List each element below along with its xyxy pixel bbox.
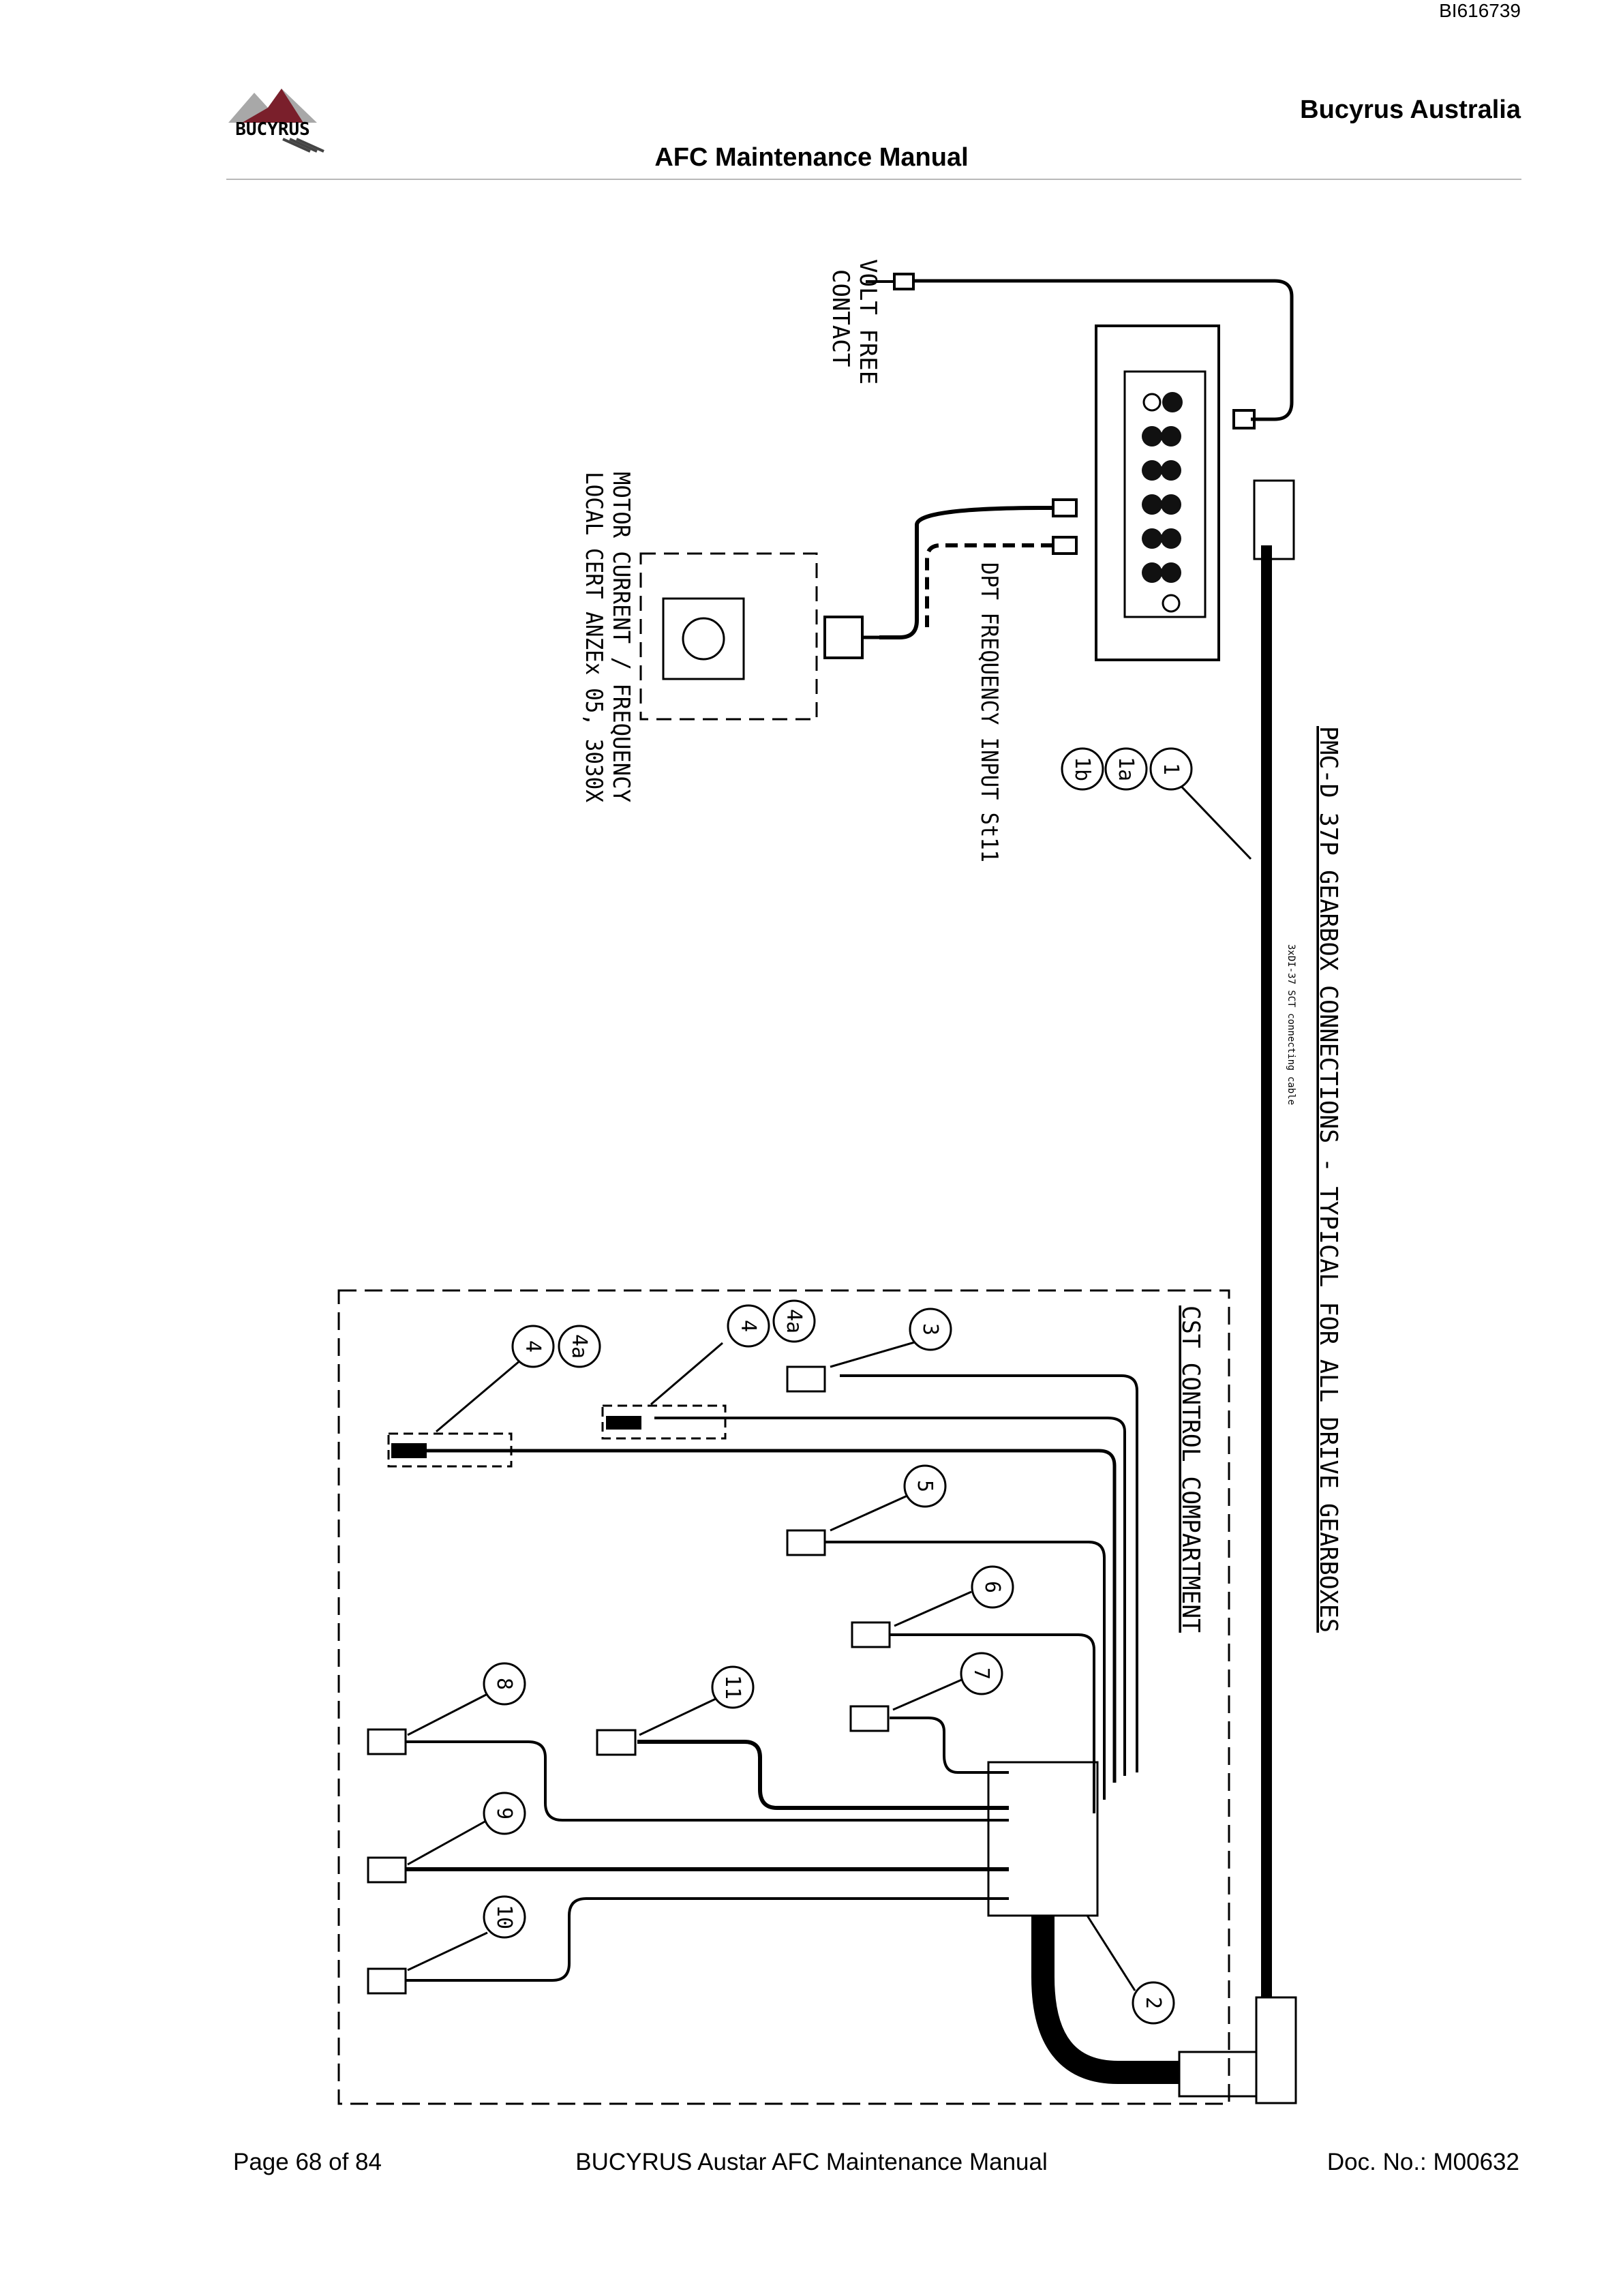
wire-item-11 — [637, 1740, 1009, 1810]
trunk-top-gland — [1253, 479, 1295, 560]
callout-4a-upper-label: 4a — [782, 1309, 806, 1333]
callout-2 — [1132, 1981, 1175, 2025]
callout-4a-upper — [772, 1299, 816, 1343]
volt-free-label-line2: CONTACT — [827, 269, 854, 367]
motor-label-line2: LOCAL CERT ANZEx 05, 3030X — [580, 472, 607, 802]
callout-1b-label: 1b — [1070, 757, 1094, 781]
callout-1b — [1061, 747, 1104, 791]
company-name: Bucyrus Australia — [1300, 95, 1521, 124]
callout-6 — [971, 1565, 1014, 1609]
callout-8 — [483, 1662, 526, 1706]
callout-5 — [903, 1464, 947, 1508]
wire-item-5 — [825, 1541, 1106, 1800]
wire-item-4a-lower — [426, 1449, 1117, 1783]
callout-4a-lower-label: 4a — [567, 1334, 591, 1359]
callout-10-label: 10 — [492, 1905, 516, 1929]
connector-pin-grid — [1142, 392, 1183, 613]
volt-free-cable — [913, 279, 1294, 421]
trunk-bottom-gland — [1255, 1996, 1297, 2104]
wire-item-8 — [406, 1740, 1009, 1822]
callout-1 — [1149, 747, 1193, 791]
volt-free-label-line1: VOLT FREE — [854, 259, 881, 384]
callout-1-label: 1 — [1159, 763, 1183, 775]
callout-4-upper — [727, 1304, 770, 1348]
motor-sensor-body — [662, 597, 745, 680]
cable-note: 3xDI-37 SCT connecting cable — [1286, 944, 1296, 1105]
callout-7-label: 7 — [969, 1667, 993, 1680]
callout-5-label: 5 — [913, 1480, 937, 1492]
dpt-connector — [823, 616, 864, 659]
callout-4-upper-label: 4 — [736, 1320, 760, 1332]
cst-compartment-boundary — [337, 1289, 1230, 2105]
manual-title: AFC Maintenance Manual — [654, 143, 969, 172]
motor-sensor-dashed-box — [639, 552, 818, 721]
wire-item-10 — [406, 1897, 1009, 1982]
callout-4-lower-label: 4 — [521, 1340, 545, 1353]
wire-item-4a-upper — [654, 1417, 1126, 1776]
callout-11-label: 11 — [721, 1675, 744, 1700]
diagram-title: PMC-D 37P GEARBOX CONNECTIONS - TYPICAL … — [1314, 726, 1342, 1633]
logo-text: BUCYRUS — [235, 119, 310, 140]
callout-11 — [711, 1665, 755, 1709]
callout-3-label: 3 — [918, 1323, 942, 1335]
header-divider — [226, 179, 1521, 180]
volt-free-plug-end — [893, 273, 915, 290]
footer-title: BUCYRUS Austar AFC Maintenance Manual — [575, 2149, 1048, 2175]
pmc-d-connector-block — [1095, 324, 1220, 661]
callout-8-label: 8 — [492, 1678, 516, 1690]
callout-1a-label: 1a — [1114, 757, 1138, 781]
callout-7 — [960, 1652, 1003, 1695]
cable-2 — [1031, 1916, 1179, 2084]
motor-label-line1: MOTOR CURRENT / FREQUENCY — [607, 472, 635, 802]
callout-2-label: 2 — [1141, 1997, 1165, 2009]
callout-4-lower — [511, 1325, 555, 1368]
wire-item-7 — [890, 1717, 1009, 1774]
callout-9-label: 9 — [492, 1807, 516, 1819]
dpt-cable-b — [925, 543, 1053, 627]
bucyrus-logo: BUCYRUS — [228, 89, 324, 153]
callout-1a — [1104, 747, 1148, 791]
dpt-label: DPT FREQUENCY INPUT St11 — [975, 562, 1003, 862]
callout-4a-lower — [558, 1325, 601, 1368]
callout-10 — [483, 1895, 526, 1939]
cst-label: CST CONTROL COMPARTMENT — [1177, 1305, 1204, 1633]
callout-3 — [909, 1308, 952, 1351]
callout-9 — [483, 1792, 526, 1835]
wire-item-6 — [890, 1633, 1095, 1813]
wire-item-3 — [840, 1374, 1138, 1772]
volt-free-plug — [1232, 409, 1256, 429]
footer-doc-number: Doc. No.: M00632 — [1326, 2149, 1519, 2175]
document-id: BI616739 — [1439, 0, 1521, 21]
terminal-strip — [987, 1761, 1099, 1917]
footer-page-number: Page 68 of 84 — [233, 2149, 382, 2175]
callout-leaders — [407, 776, 1252, 1991]
callout-6-label: 6 — [980, 1581, 1004, 1593]
dpt-cable-a — [879, 506, 1053, 639]
